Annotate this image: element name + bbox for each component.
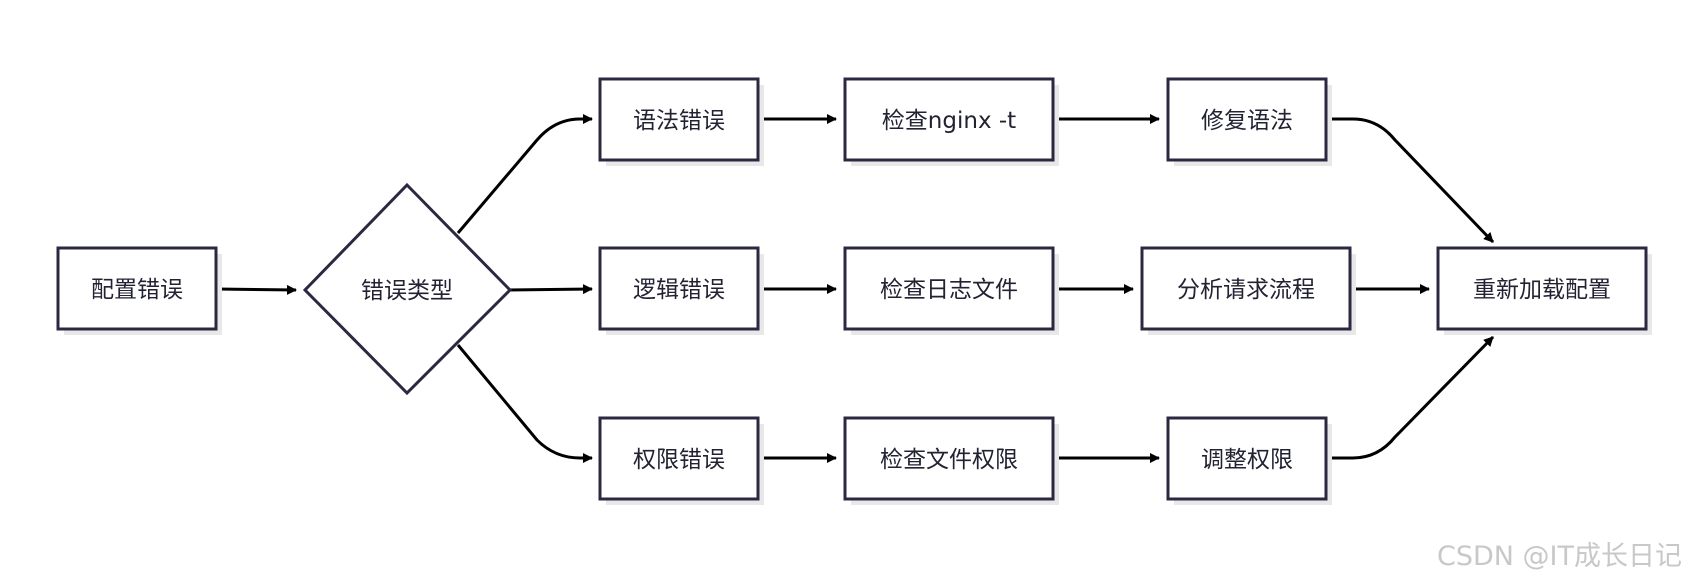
edge-type-to-logic — [507, 284, 593, 295]
watermark-text: CSDN @IT成长日记 — [1437, 541, 1682, 572]
node-analyze-flow-label: 分析请求流程 — [1177, 277, 1315, 303]
edges — [215, 114, 1495, 463]
node-check-permission-label: 检查文件权限 — [880, 447, 1018, 473]
node-analyze-flow: 分析请求流程 — [1140, 246, 1356, 335]
node-check-nginx-label: 检查nginx -t — [882, 108, 1016, 134]
node-logic-error: 逻辑错误 — [598, 246, 764, 335]
edge-type-to-syntax — [456, 114, 593, 234]
node-check-permission: 检查文件权限 — [843, 416, 1059, 505]
edge-config-to-type — [215, 284, 297, 295]
edge-fix-to-reload — [1321, 117, 1495, 244]
node-permission-error: 权限错误 — [598, 416, 764, 505]
node-error-type: 错误类型 — [302, 182, 513, 396]
node-config-error-label: 配置错误 — [91, 277, 183, 303]
edge-adjust-to-reload — [1321, 335, 1495, 460]
node-config-error: 配置错误 — [56, 246, 222, 335]
node-check-log-label: 检查日志文件 — [880, 277, 1018, 303]
edge-type-to-permission — [456, 344, 593, 463]
node-adjust-permission: 调整权限 — [1166, 416, 1332, 505]
node-check-nginx: 检查nginx -t — [843, 77, 1059, 166]
node-permission-error-label: 权限错误 — [633, 447, 725, 473]
node-fix-syntax: 修复语法 — [1166, 77, 1332, 166]
node-logic-error-label: 逻辑错误 — [633, 277, 725, 303]
node-error-type-label: 错误类型 — [361, 278, 453, 304]
node-syntax-error-label: 语法错误 — [633, 108, 725, 134]
node-reload-config: 重新加载配置 — [1436, 246, 1652, 335]
node-syntax-error: 语法错误 — [598, 77, 764, 166]
node-reload-config-label: 重新加载配置 — [1473, 277, 1611, 303]
node-adjust-permission-label: 调整权限 — [1201, 447, 1293, 473]
node-check-log: 检查日志文件 — [843, 246, 1059, 335]
node-fix-syntax-label: 修复语法 — [1201, 108, 1293, 134]
